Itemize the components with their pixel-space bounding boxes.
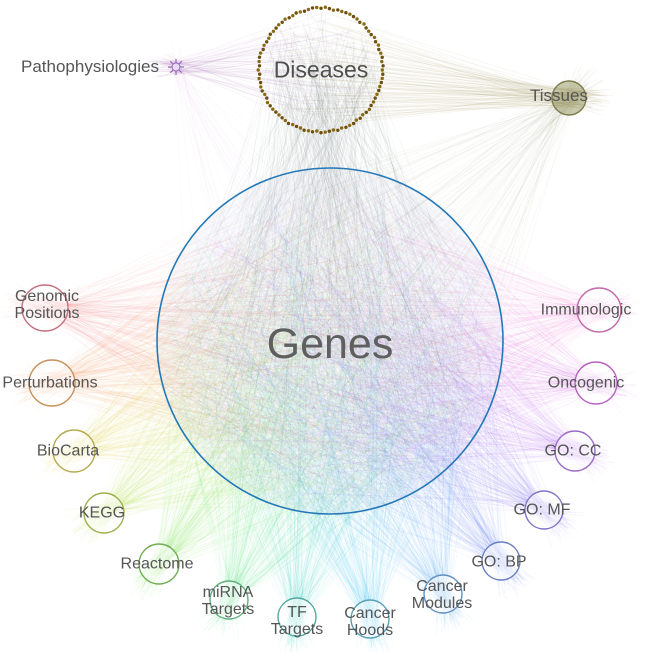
node-genes[interactable] — [156, 167, 504, 515]
node-cancer-modules[interactable] — [423, 574, 463, 614]
node-go-bp[interactable] — [481, 541, 521, 581]
node-diseases[interactable] — [256, 5, 385, 135]
node-biocarta[interactable] — [52, 429, 96, 473]
nodes-layer — [21, 5, 622, 639]
bundle-genes-diseases — [172, 8, 492, 504]
node-immunologic[interactable] — [576, 287, 622, 333]
bundle-genes-go-bp — [174, 183, 536, 600]
node-genomic-positions[interactable] — [21, 284, 69, 332]
node-pathophysiologies[interactable] — [168, 59, 184, 75]
node-tf-targets[interactable] — [277, 597, 317, 637]
edge-bundles — [2, 8, 641, 652]
node-reactome[interactable] — [138, 543, 180, 585]
node-perturbations[interactable] — [28, 359, 76, 407]
node-oncogenic[interactable] — [574, 361, 618, 405]
node-kegg[interactable] — [83, 492, 125, 534]
bundle-genes-cancer-modules — [176, 181, 493, 635]
bundle-genes-tf-targets — [167, 176, 495, 652]
bundle-genes-tissues — [166, 60, 606, 482]
node-go-mf[interactable] — [524, 490, 564, 530]
bundle-genes-reactome — [126, 181, 478, 602]
node-cancer-hoods[interactable] — [350, 599, 390, 639]
node-go-cc[interactable] — [554, 430, 596, 472]
node-mirna-targets[interactable] — [209, 580, 249, 620]
node-tissues[interactable] — [551, 80, 587, 116]
